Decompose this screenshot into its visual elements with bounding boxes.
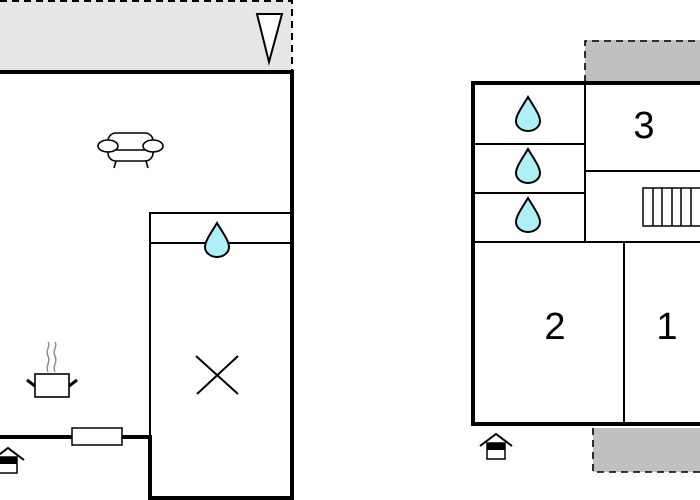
bed-cross-icon [195, 355, 239, 395]
window-icon [71, 427, 123, 446]
outer-wall [471, 81, 700, 426]
ground-floor-plan [0, 0, 294, 500]
outer-wall [0, 70, 294, 500]
water-drop-icon [515, 148, 541, 184]
room-label-3: 3 [633, 105, 654, 147]
north-arrow-icon [255, 13, 284, 66]
upper-floor-plan: 3 2 1 [471, 40, 700, 473]
water-drop-icon [515, 96, 541, 132]
terrace-outline [0, 0, 293, 70]
entrance-icon [0, 447, 25, 474]
cooking-pot-icon [26, 341, 78, 398]
stairs-icon [642, 187, 700, 227]
water-drop-icon [515, 197, 541, 233]
sofa-icon [97, 132, 164, 169]
inner-walls [473, 83, 700, 424]
water-drop-icon [204, 222, 230, 258]
terrace [0, 0, 292, 70]
entrance-icon [479, 433, 513, 460]
room-label-2: 2 [544, 306, 565, 348]
balcony-bottom [593, 428, 700, 472]
balcony-top [585, 40, 700, 82]
room-label-1: 1 [656, 306, 677, 348]
